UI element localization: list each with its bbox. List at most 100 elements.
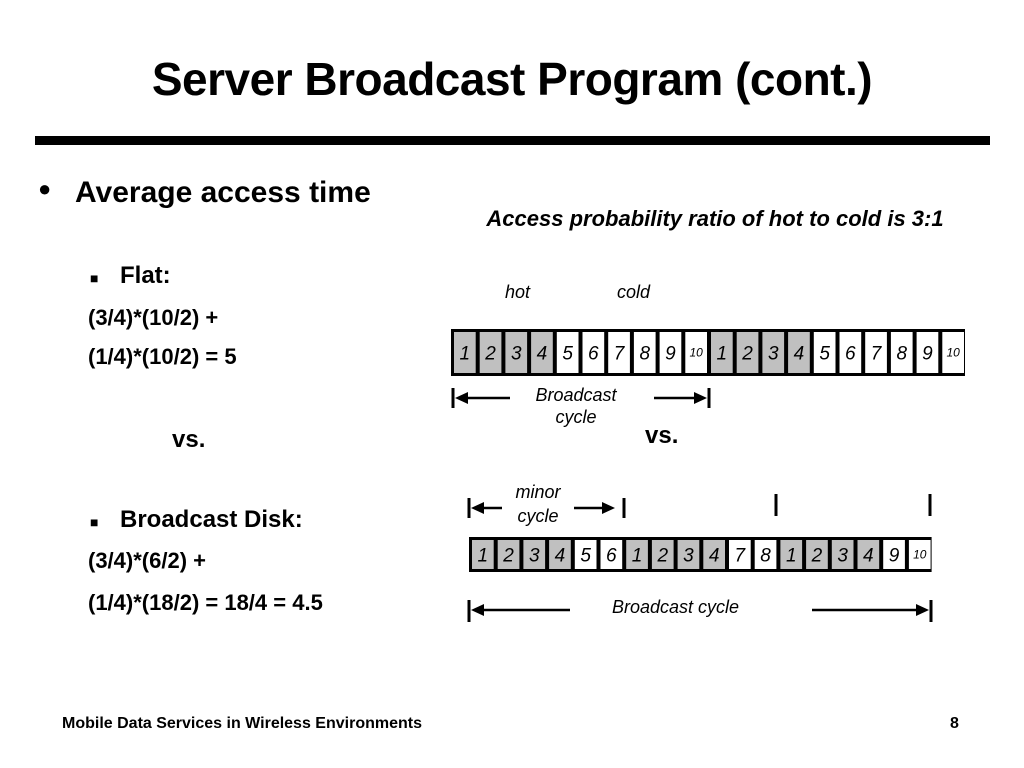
flat-cell [659,332,682,373]
flat-cell [582,332,605,373]
disk-cell [677,540,700,569]
disk-cell [549,540,571,569]
flat-cell [505,332,528,373]
footer-text: Mobile Data Services in Wireless Environ… [62,715,422,732]
flat-label: Flat: [120,262,171,289]
flat-cell-label: 8 [896,344,907,365]
flat-cell [813,332,836,373]
flat-cell [479,332,502,373]
flat-cell-label: 9 [665,344,676,365]
disk-cell-label: 7 [735,546,747,567]
flat-cell [865,332,887,373]
flat-formula-line2: (1/4)*(10/2) = 5 [88,344,237,369]
disk-formula-line1: (3/4)*(6/2) + [88,548,206,573]
disk-cell [651,540,674,569]
flat-cell-label: 6 [845,344,856,365]
flat-cell-label: 1 [460,344,471,365]
flat-cell-label: 3 [768,344,779,365]
disk-cell [626,540,648,569]
flat-cell [839,332,862,373]
disk-cell [703,540,725,569]
flat-cell [916,332,939,373]
flat-cell [890,332,913,373]
flat-cell [711,332,733,373]
flat-cell-label: 6 [588,344,599,365]
disk-cell [523,540,546,569]
disk-cell-label: 3 [837,546,848,567]
disk-cell-label: 3 [683,546,694,567]
disk-cycle-arrow [467,600,933,622]
disk-cell [729,540,751,569]
disk-formula-line2: (1/4)*(18/2) = 18/4 = 4.5 [88,590,323,615]
bullet-average-access-time: Average access time [75,176,371,209]
disk-cell-label: 3 [529,546,540,567]
disk-cell [754,540,777,569]
flat-cycle-label: Broadcast cycle [535,385,617,427]
disk-cell-label: 2 [656,546,668,567]
disk-cell-label: 1 [632,546,643,567]
flat-cell-label: 8 [639,344,650,365]
flat-cell [762,332,785,373]
disk-cell-label: 4 [555,546,566,567]
disk-cell-label: 5 [580,546,591,567]
disk-cell-label: 6 [606,546,617,567]
hot-label: hot [505,282,531,302]
flat-cell [608,332,630,373]
minor-cycle-label: minor cycle [515,482,561,526]
flat-cell-label: 10 [689,346,703,360]
disk-cell [780,540,803,569]
flat-cell-label: 3 [511,344,522,365]
disk-cell [908,540,931,569]
left-vs-label: vs. [172,426,206,453]
flat-cell-label: 5 [562,344,573,365]
title-divider [35,136,990,145]
flat-cell-label: 7 [871,344,883,365]
disk-cell-label: 8 [760,546,771,567]
flat-cell [531,332,553,373]
flat-cell-label: 7 [614,344,626,365]
disk-cell-label: 2 [502,546,514,567]
disk-cell [806,540,828,569]
disk-cell-label: 10 [913,548,927,562]
flat-cell [788,332,810,373]
flat-cell-label: 4 [794,344,805,365]
minor-cycle-arrow [467,494,932,518]
flat-cell [942,332,964,373]
flat-cell-label: 1 [717,344,728,365]
flat-cell-label: 2 [484,344,496,365]
flat-cell-label: 5 [819,344,830,365]
disk-cell [600,540,623,569]
diagram-caption: Access probability ratio of hot to cold … [486,206,944,231]
page-title: Server Broadcast Program (cont.) [151,53,873,105]
disk-cell-label: 4 [709,546,720,567]
disk-cell-label: 2 [811,546,823,567]
page-number: 8 [950,715,959,732]
flat-cell [633,332,656,373]
flat-cell [556,332,579,373]
disk-cell [831,540,854,569]
disk-cell-label: 4 [863,546,874,567]
flat-cell [736,332,759,373]
diagram-vs-label: vs. [645,422,679,449]
flat-cycle-arrow [451,388,711,408]
disk-cell [883,540,905,569]
broadcast-disk-label: Broadcast Disk: [120,506,303,533]
bullet-dot-icon: ● [38,176,52,201]
disk-cell-label: 1 [786,546,797,567]
disk-cell-label: 1 [478,546,489,567]
flat-formula-line1: (3/4)*(10/2) + [88,305,219,330]
disk-cell [857,540,880,569]
square-bullet-icon: ■ [90,270,99,286]
disk-cell-label: 9 [889,546,900,567]
flat-cell [454,332,476,373]
square-bullet-icon: ■ [90,514,99,530]
flat-cell-label: 2 [741,344,753,365]
disk-cell [574,540,597,569]
cold-label: cold [617,282,651,302]
disk-cycle-label: Broadcast cycle [612,597,740,617]
flat-cell-label: 4 [537,344,548,365]
disk-row-frame [469,537,932,572]
disk-cell [497,540,520,569]
